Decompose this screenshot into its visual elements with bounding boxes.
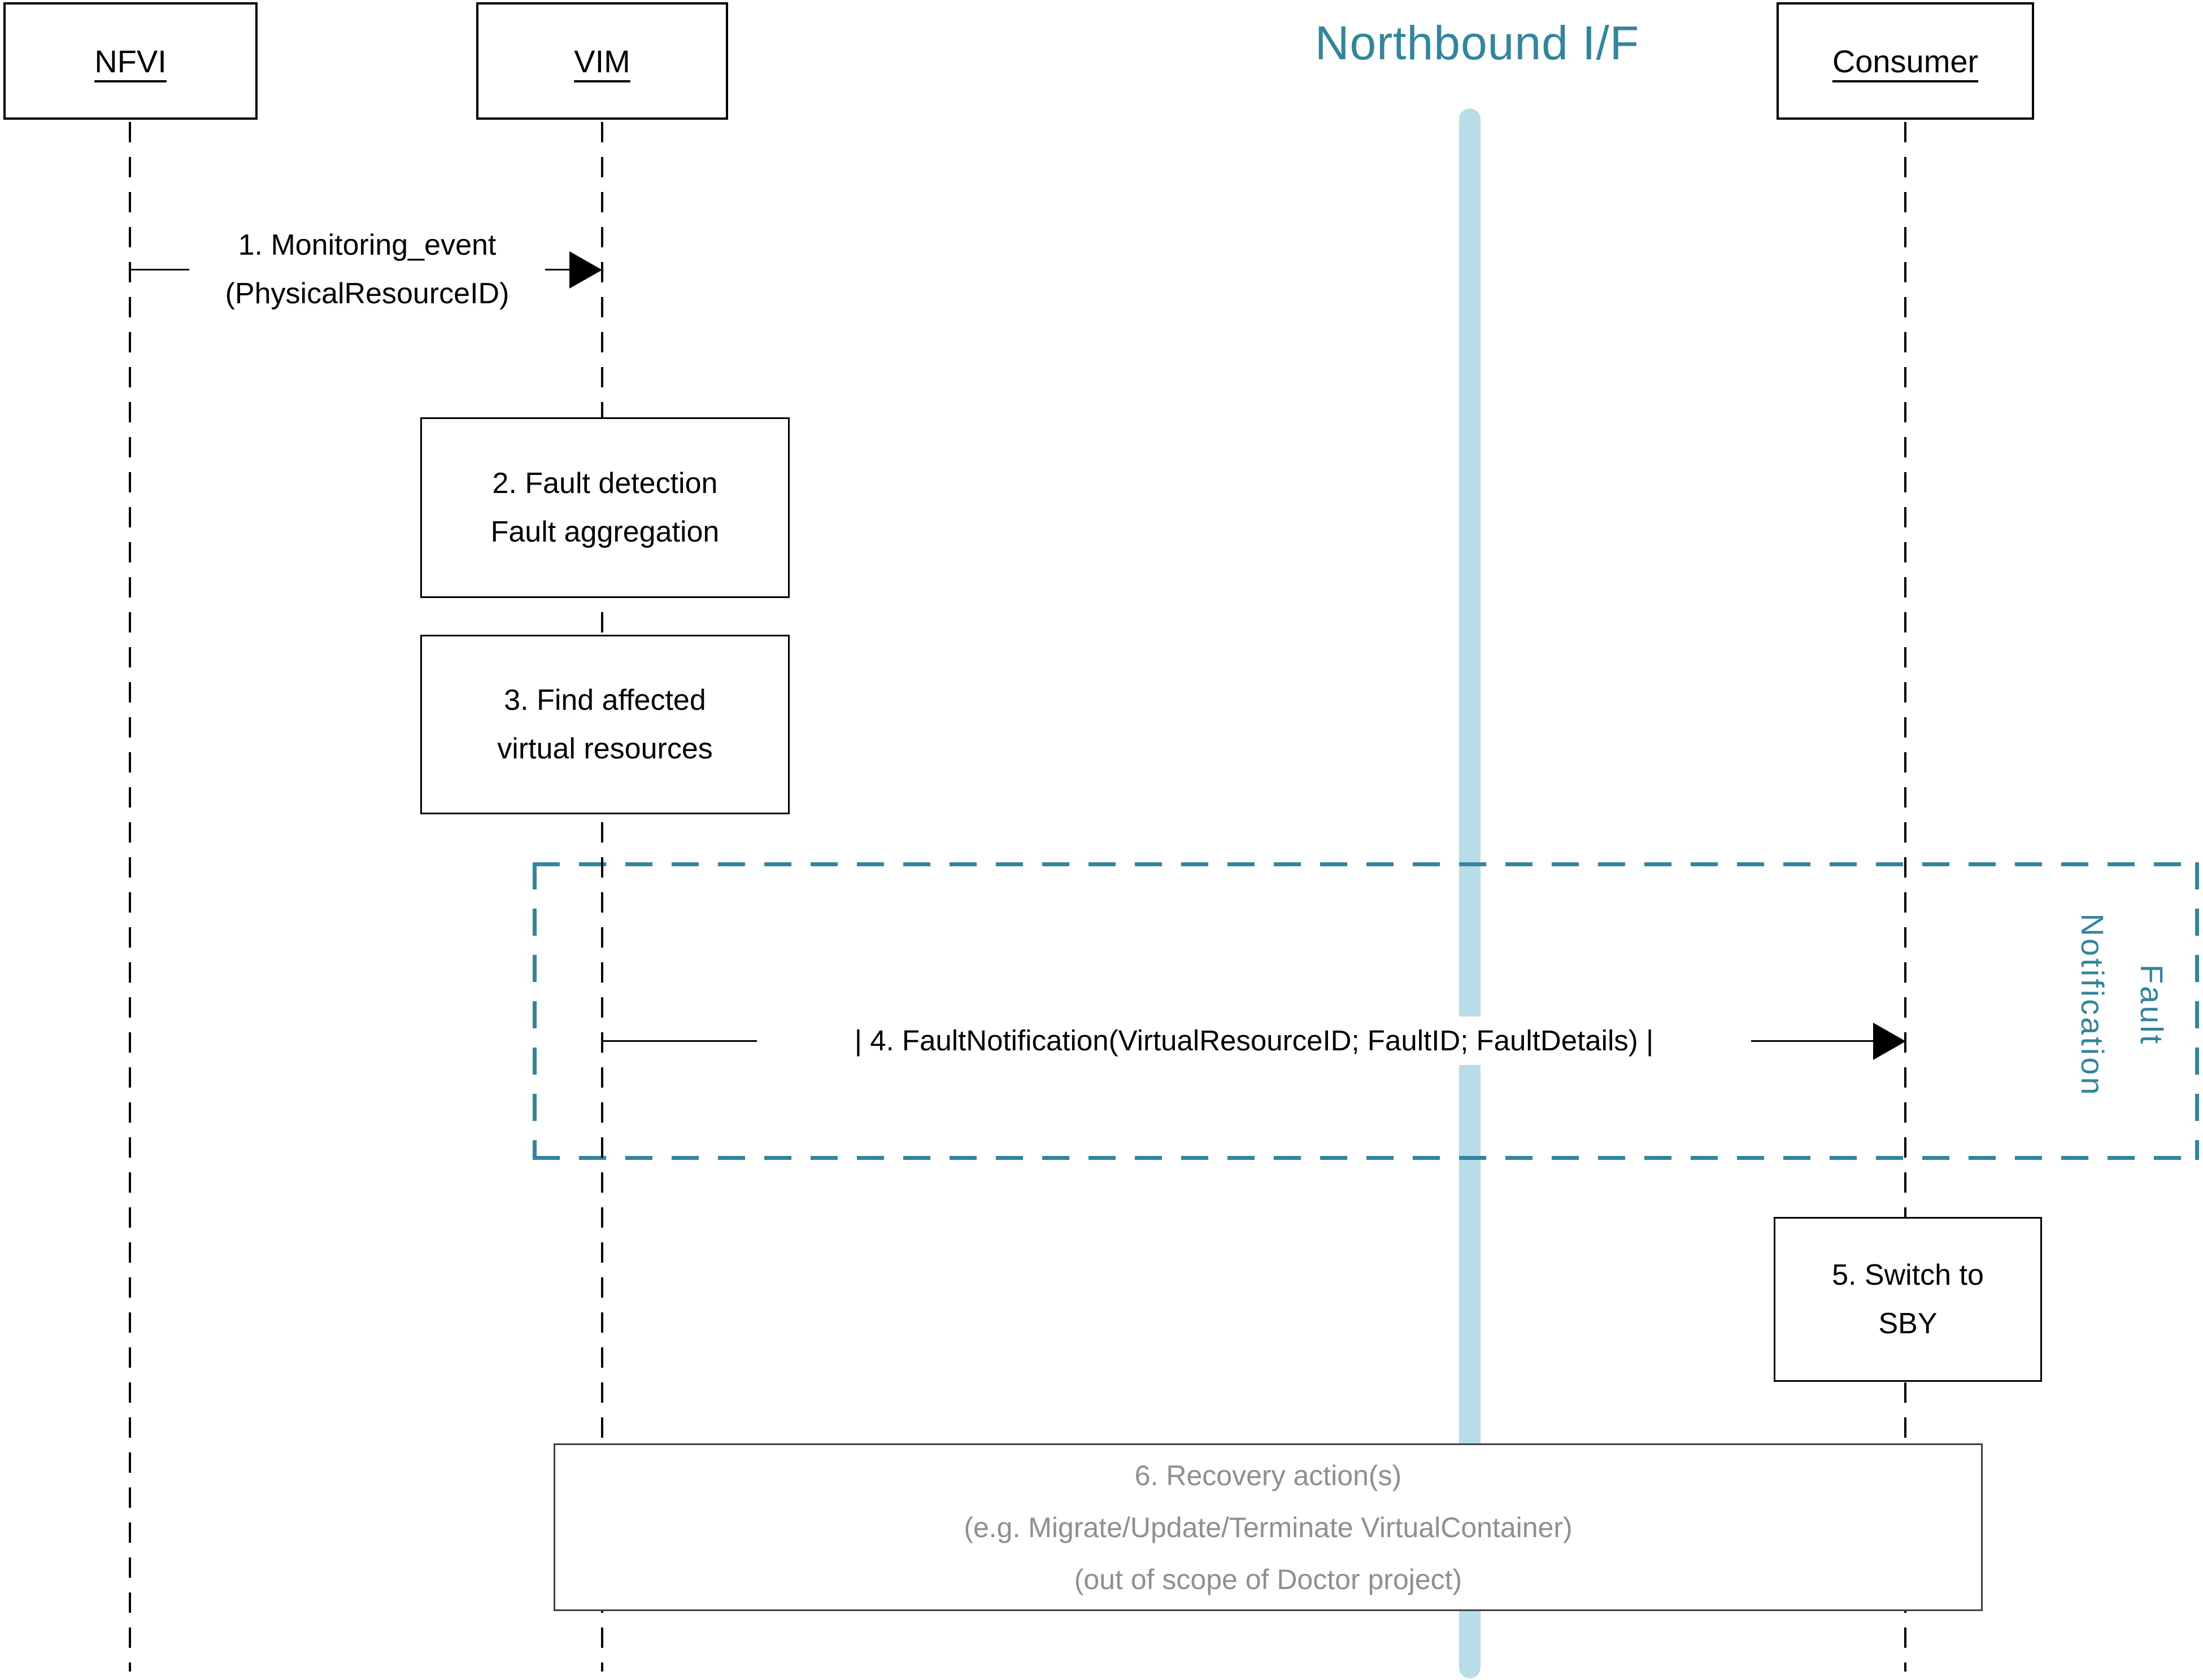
- actor-label-consumer: Consumer: [1832, 43, 1979, 79]
- step-box-fault-detection: 2. Fault detection Fault aggregation: [420, 417, 790, 598]
- lifeline-consumer: [1904, 122, 1906, 1672]
- message1-label: 1. Monitoring_event (PhysicalResourceID): [189, 221, 545, 318]
- step3-line2: virtual resources: [497, 732, 713, 765]
- step6-line2: (e.g. Migrate/Update/Terminate VirtualCo…: [964, 1511, 1573, 1543]
- fault-frame-bottom-edge: [533, 1156, 2199, 1160]
- step2-line2: Fault aggregation: [490, 516, 720, 548]
- step5-line2: SBY: [1878, 1307, 1938, 1340]
- lifeline-vim: [601, 122, 603, 1672]
- message4-label: | 4. FaultNotification(VirtualResourceID…: [757, 1016, 1751, 1065]
- step-box-find-affected: 3. Find affected virtual resources: [420, 635, 790, 814]
- actor-label-vim: VIM: [574, 43, 630, 79]
- step6-line3: (out of scope of Doctor project): [1074, 1563, 1462, 1595]
- message1-label-line1: 1. Monitoring_event: [238, 229, 497, 261]
- actor-label-nfvi: NFVI: [94, 43, 167, 79]
- arrowhead-right-icon: [1873, 1023, 1906, 1060]
- step5-line1: 5. Switch to: [1832, 1259, 1984, 1291]
- step3-line1: 3. Find affected: [504, 684, 706, 717]
- lifeline-nfvi: [129, 122, 131, 1672]
- fault-frame-label-line1: Fault: [2134, 964, 2170, 1046]
- step6-line1: 6. Recovery action(s): [1134, 1459, 1402, 1491]
- fault-frame-right-edge: [2195, 862, 2199, 1160]
- actor-box-consumer: Consumer: [1777, 2, 2034, 120]
- fault-frame-label-line2: Notification: [2075, 913, 2110, 1097]
- northbound-interface-title: Northbound I/F: [1314, 16, 1640, 69]
- step-box-switch-sby: 5. Switch to SBY: [1774, 1217, 2042, 1382]
- message1-label-line2: (PhysicalResourceID): [225, 277, 510, 310]
- actor-box-vim: VIM: [476, 2, 728, 120]
- step2-line1: 2. Fault detection: [492, 467, 718, 500]
- actor-box-nfvi: NFVI: [3, 2, 258, 120]
- fault-frame-left-edge: [533, 862, 537, 1160]
- fault-frame-top-edge: [533, 862, 2199, 866]
- northbound-activation-bar: [1459, 108, 1481, 1678]
- fault-notification-frame-label: Fault Notification: [2063, 892, 2182, 1118]
- step-box-recovery-action: 6. Recovery action(s) (e.g. Migrate/Upda…: [554, 1443, 1983, 1611]
- arrowhead-right-icon: [569, 251, 602, 289]
